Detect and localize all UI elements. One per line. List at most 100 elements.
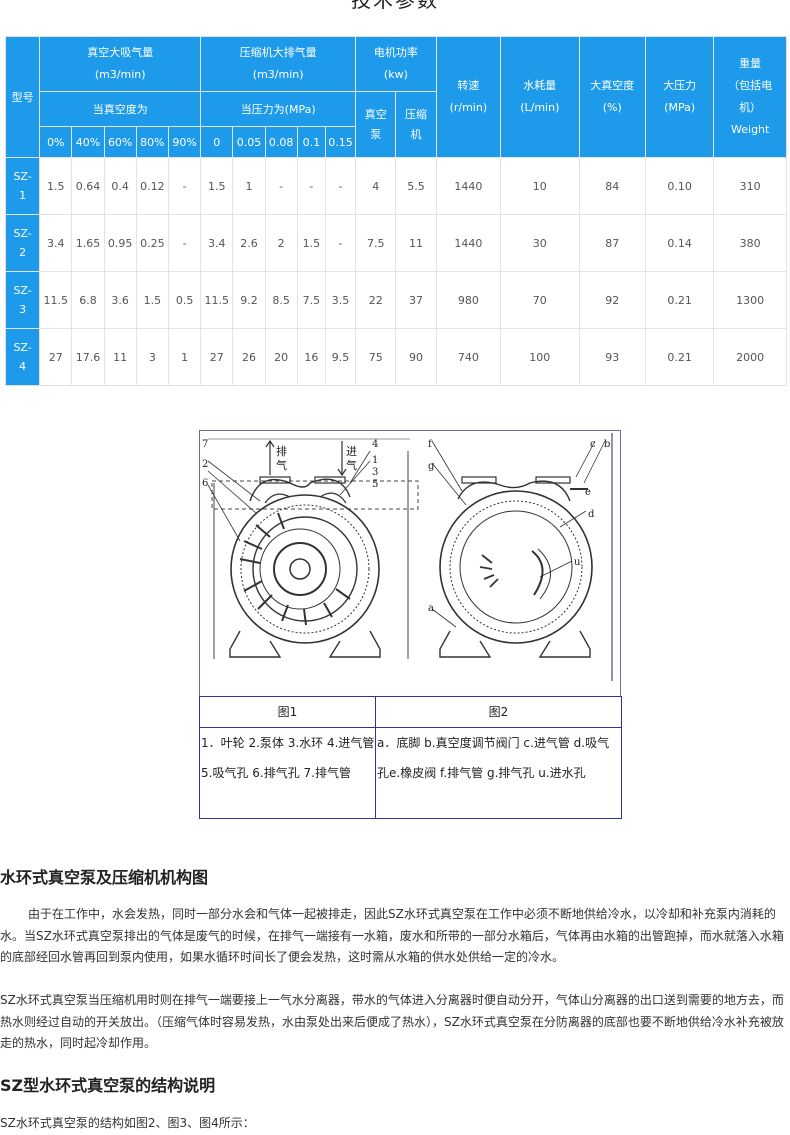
figure-caption-table: 图1 图2 1．叶轮 2.泵体 3.水环 4.进气管5.吸气孔 6.排气孔 7.…	[199, 696, 622, 819]
fig2-label: g	[428, 461, 435, 472]
pressure-cell: 0.14	[644, 214, 715, 272]
suction-cell: 17.6	[71, 328, 105, 386]
fig1-label: 气	[346, 458, 357, 472]
exhaust-cell: -	[296, 157, 326, 215]
figure-2-legend: a．底脚 b.真空度调节阀门 c.进气管 d.吸气孔e.橡皮阀 f.排气管 g.…	[375, 727, 622, 819]
fig2-label: b	[604, 439, 610, 450]
spec-table: 型号 真空大吸气量 (m3/min) 压缩机大排气量 (m3/min) 电机功率…	[4, 36, 787, 386]
pressure-cell: 0.21	[644, 328, 715, 386]
exhaust-cell: 8.5	[264, 271, 298, 329]
header-suction-col: 0%	[39, 126, 73, 158]
speed-cell: 1440	[435, 157, 502, 215]
exhaust-cell: -	[324, 157, 357, 215]
suction-cell: 0.12	[135, 157, 169, 215]
header-suction-sub: 当真空度为	[39, 91, 202, 127]
suction-cell: 0.4	[103, 157, 137, 215]
suction-cell: 1	[167, 328, 202, 386]
header-suction-col: 40%	[71, 126, 105, 158]
power-compressor-cell: 11	[395, 214, 437, 272]
fig1-label: 气	[276, 458, 287, 472]
speed-cell: 1440	[435, 214, 502, 272]
header-pressure: 大压力 (MPa)	[644, 36, 715, 158]
exhaust-cell: 26	[232, 328, 266, 386]
exhaust-cell: 1.5	[200, 157, 234, 215]
fig2-label: u	[574, 557, 581, 568]
fig1-label: 6	[202, 478, 208, 489]
fig2-label: f	[428, 439, 433, 450]
power-compressor-cell: 37	[395, 271, 437, 329]
fig2-label: c	[590, 439, 596, 450]
suction-cell: 3.4	[39, 214, 73, 272]
pump-diagram: 7 2 6 4 1 3 5 排 气 进 气	[202, 433, 613, 681]
figure-1-legend: 1．叶轮 2.泵体 3.水环 4.进气管5.吸气孔 6.排气孔 7.排气管	[199, 727, 376, 819]
water-cell: 30	[500, 214, 580, 272]
header-exhaust-col: 0.05	[232, 126, 266, 158]
fig1-label: 排	[276, 444, 287, 458]
exhaust-cell: 1	[232, 157, 266, 215]
header-vacuum: 大真空度 (%)	[578, 36, 646, 158]
suction-cell: 1.5	[39, 157, 73, 215]
suction-cell: 11	[103, 328, 137, 386]
exhaust-cell: 1.5	[296, 214, 326, 272]
exhaust-cell: 11.5	[200, 271, 234, 329]
paragraph: 由于在工作中，水会发热，同时一部分水会和气体一起被排走，因此SZ水环式真空泵在工…	[0, 907, 784, 964]
fig2-label: e	[585, 487, 591, 498]
weight-cell: 2000	[713, 328, 787, 386]
suction-cell: 11.5	[39, 271, 73, 329]
header-suction: 真空大吸气量 (m3/min)	[39, 36, 202, 92]
header-weight: 重量 （包括电 机） Weight	[713, 36, 787, 158]
header-model: 型号	[4, 36, 41, 158]
power-vacuum-cell: 7.5	[355, 214, 397, 272]
fig1-label: 3	[372, 467, 378, 478]
suction-cell: -	[167, 157, 202, 215]
vacuum-cell: 92	[578, 271, 646, 329]
power-vacuum-cell: 22	[355, 271, 397, 329]
vacuum-cell: 93	[578, 328, 646, 386]
suction-cell: 27	[39, 328, 73, 386]
model-cell: SZ-4	[4, 328, 41, 386]
header-speed: 转速 (r/min)	[435, 36, 502, 158]
suction-cell: 3.6	[103, 271, 137, 329]
model-cell: SZ-2	[4, 214, 41, 272]
fig2-label: d	[588, 509, 595, 520]
header-exhaust-col: 0.15	[324, 126, 357, 158]
suction-cell: 0.5	[167, 271, 202, 329]
header-power: 电机功率 (kw)	[355, 36, 437, 92]
suction-cell: 1.65	[71, 214, 105, 272]
power-compressor-cell: 5.5	[395, 157, 437, 215]
suction-cell: 0.64	[71, 157, 105, 215]
exhaust-cell: -	[324, 214, 357, 272]
suction-cell: 3	[135, 328, 169, 386]
section-heading: SZ型水环式真空泵的结构说明	[0, 1076, 216, 1095]
figure-1-caption: 图1	[199, 696, 376, 728]
fig1-label: 进	[346, 445, 357, 458]
weight-cell: 310	[713, 157, 787, 215]
vacuum-cell: 87	[578, 214, 646, 272]
figure-2-caption: 图2	[375, 696, 622, 728]
exhaust-cell: 20	[264, 328, 298, 386]
weight-cell: 1300	[713, 271, 787, 329]
header-suction-col: 80%	[135, 126, 169, 158]
header-exhaust-col: 0.1	[296, 126, 326, 158]
speed-cell: 740	[435, 328, 502, 386]
weight-cell: 380	[713, 214, 787, 272]
model-cell: SZ-3	[4, 271, 41, 329]
fig1-label: 4	[372, 439, 378, 450]
exhaust-cell: 9.2	[232, 271, 266, 329]
figure-2-drawing	[431, 433, 613, 681]
fig1-label: 7	[202, 439, 208, 450]
power-vacuum-cell: 75	[355, 328, 397, 386]
pressure-cell: 0.10	[644, 157, 715, 215]
power-vacuum-cell: 4	[355, 157, 397, 215]
water-cell: 70	[500, 271, 580, 329]
power-compressor-cell: 90	[395, 328, 437, 386]
water-cell: 10	[500, 157, 580, 215]
exhaust-cell: 3.4	[200, 214, 234, 272]
suction-cell: 6.8	[71, 271, 105, 329]
model-cell: SZ-1	[4, 157, 41, 215]
suction-cell: -	[167, 214, 202, 272]
